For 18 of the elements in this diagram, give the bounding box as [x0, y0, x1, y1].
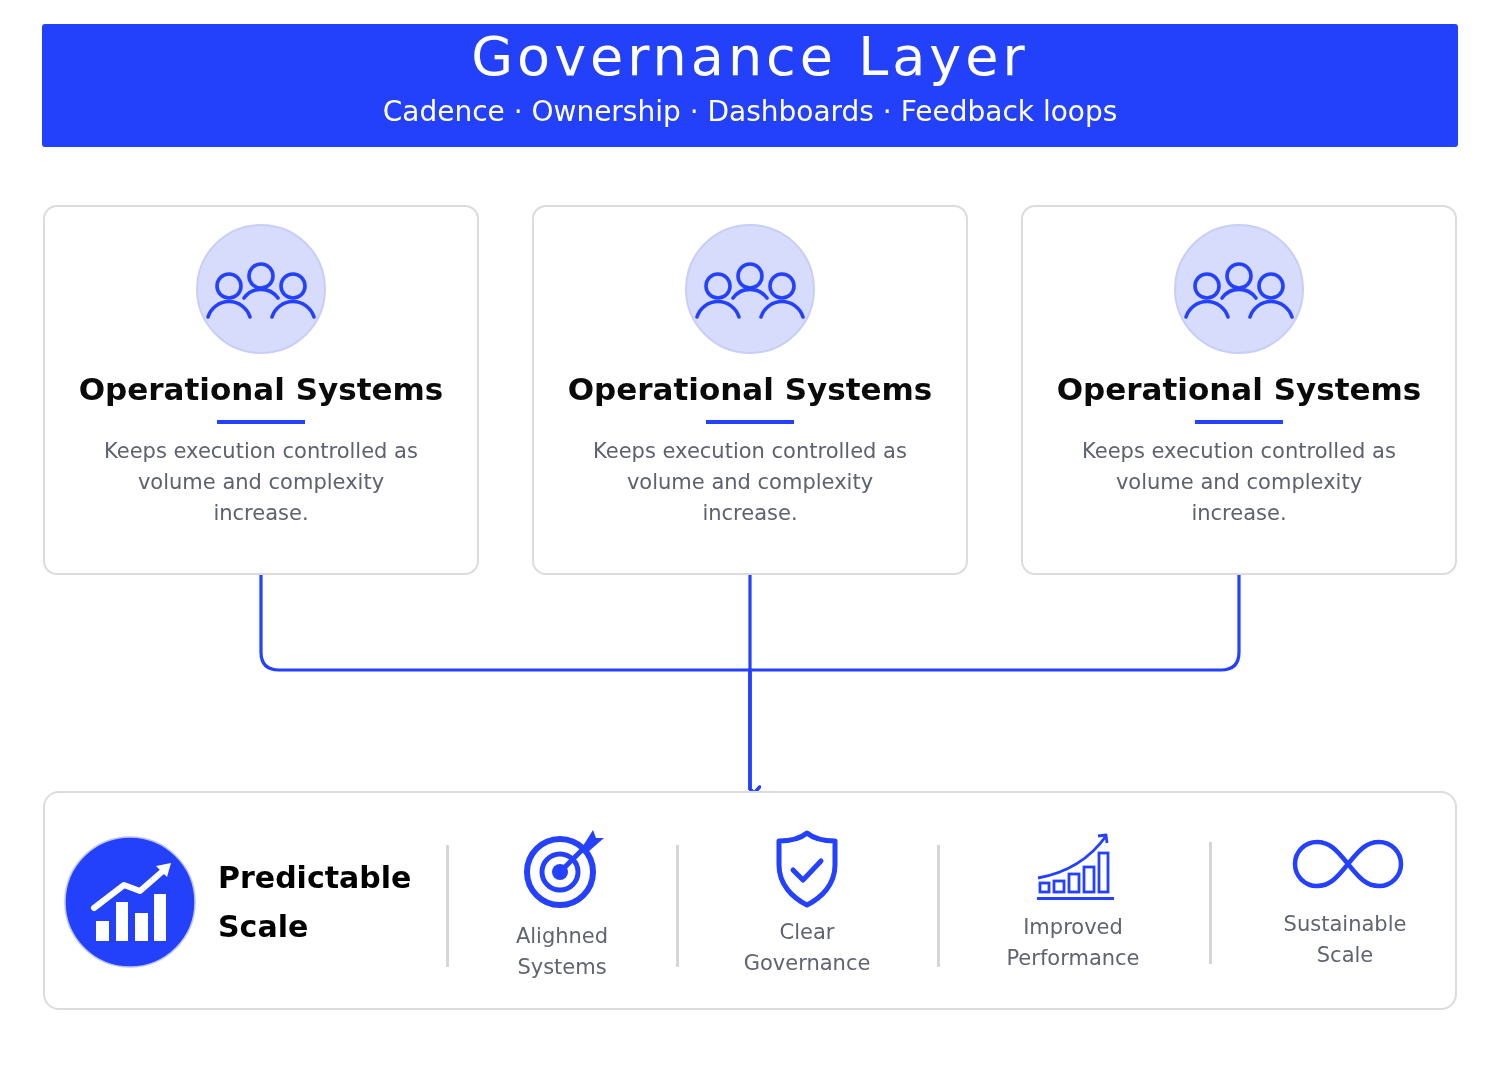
card-description: Keeps execution controlled as volume and complexity increase.: [1081, 438, 1397, 527]
card-title: Operational Systems: [77, 370, 445, 409]
system-card: [43, 205, 479, 575]
outcome-label: Clear Governance: [742, 919, 872, 977]
card-title: Operational Systems: [566, 370, 934, 409]
outcome-label: Improved Performance: [1005, 914, 1141, 972]
card-title: Operational Systems: [1055, 370, 1423, 409]
banner-subtitle: Cadence · Ownership · Dashboards · Feedback loops: [381, 95, 1119, 129]
system-card: [532, 205, 968, 575]
card-description: Keeps execution controlled as volume and complexity increase.: [103, 438, 419, 527]
card-description: Keeps execution controlled as volume and complexity increase.: [592, 438, 908, 527]
banner-title: Governance Layer: [470, 26, 1030, 88]
outcome-label: Alighned Systems: [514, 923, 610, 981]
outcome-panel: [43, 791, 1457, 1010]
outcome-heading: Predictable Scale: [218, 859, 413, 946]
governance-banner: [42, 24, 1458, 147]
system-card: [1021, 205, 1457, 575]
outcome-label: Sustainable Scale: [1282, 911, 1408, 969]
